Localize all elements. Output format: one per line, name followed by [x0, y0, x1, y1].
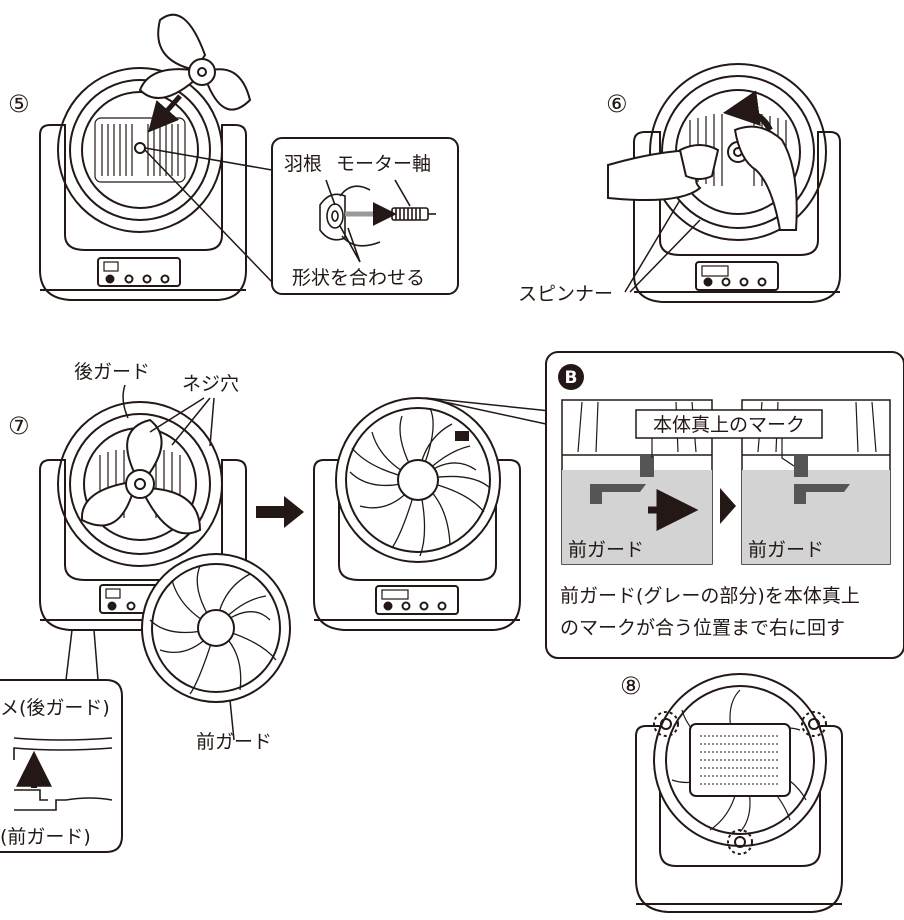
screw-holes-label: ネジ穴 — [182, 373, 239, 395]
step8-number: ⑧ — [620, 672, 642, 700]
front-guard-label: 前ガード — [196, 731, 272, 753]
callout-b-badge-text: B — [565, 368, 578, 388]
callout-b-note-line2: のマークが合う位置まで右に回す — [560, 617, 845, 639]
spinner-label: スピンナー — [518, 283, 613, 305]
body-mark-label-box — [635, 409, 823, 439]
front-guard-illustration — [141, 553, 291, 703]
front-guard-label-left: 前ガード — [568, 539, 644, 561]
assembled-fan-illustration — [313, 397, 521, 631]
motor-shaft-label: モーター軸 — [336, 153, 431, 175]
body-mark-label: 本体真上のマーク — [653, 414, 805, 436]
rear-guard-label: 後ガード — [74, 361, 150, 383]
spinner-leader-line — [624, 199, 701, 293]
tab-rear-guard-label: メ(後ガード) — [0, 697, 110, 719]
step7-number: ⑦ — [8, 412, 30, 440]
step6-number: ⑥ — [606, 90, 628, 118]
step5-leader-lines — [144, 147, 273, 283]
step5-arrow-icon — [148, 94, 182, 133]
step5-number: ⑤ — [8, 90, 30, 118]
front-guard-label-right: 前ガード — [748, 539, 824, 561]
step8-rear-view-illustration — [635, 673, 843, 913]
triangle-arrow-icon — [720, 488, 736, 524]
callout-b-note-line1: 前ガード(グレーの部分)を本体真上 — [560, 585, 860, 607]
front-guard-leader-line — [229, 699, 235, 741]
tab-front-guard-label: (前ガード) — [0, 826, 91, 848]
tab-leader-lines — [65, 629, 99, 681]
rotate-arrow-icon — [722, 90, 773, 132]
tab-callout-box — [0, 679, 123, 853]
step5-fan-illustration — [39, 13, 252, 301]
blade-label: 羽根 — [284, 153, 322, 175]
blade-hub-detail — [319, 179, 436, 263]
match-shape-label: 形状を合わせる — [292, 267, 425, 289]
tab-detail — [13, 737, 113, 811]
callout-b-leader-lines — [425, 397, 561, 425]
step6-fan-illustration — [607, 63, 841, 303]
callout-b-badge — [558, 364, 584, 390]
right-arrow-icon — [256, 496, 304, 528]
step7-leader-lines — [122, 384, 215, 447]
